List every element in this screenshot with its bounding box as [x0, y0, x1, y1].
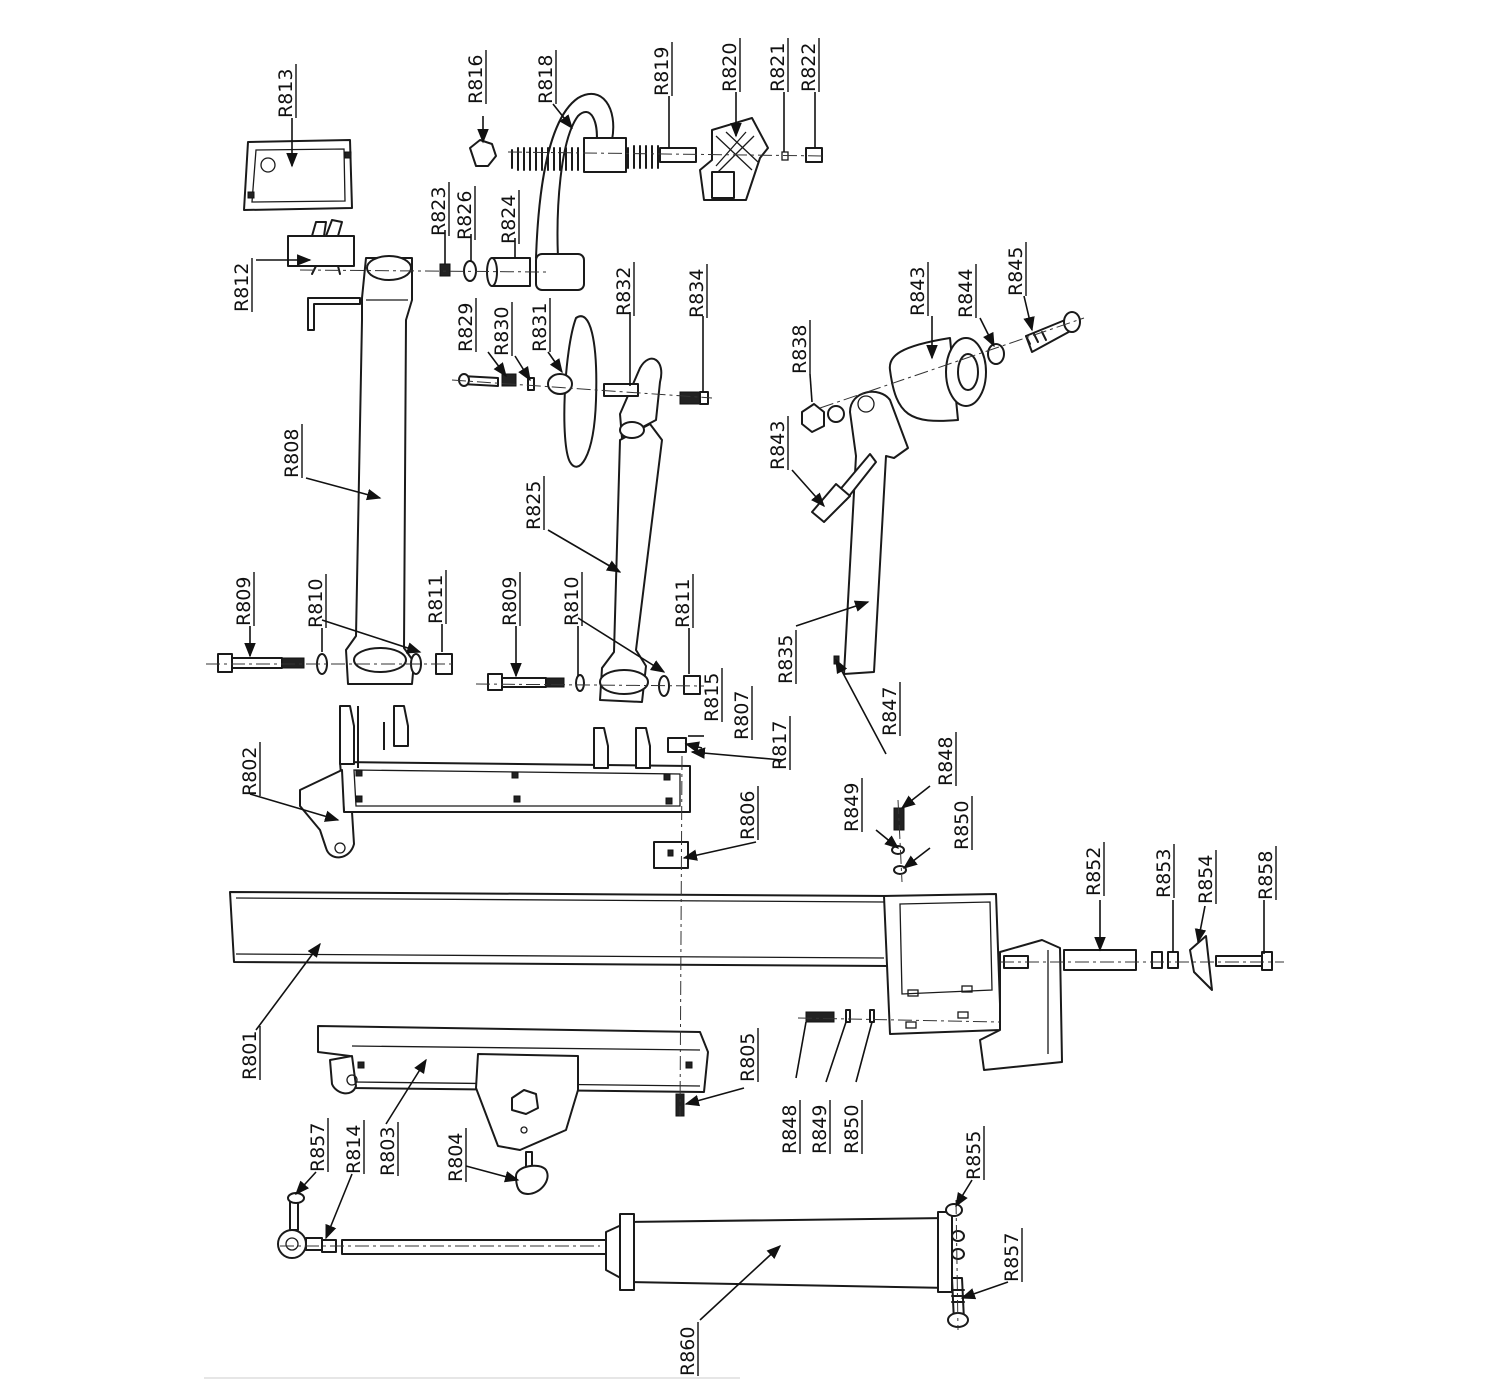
label-r817: R817 [769, 721, 791, 770]
label-r848-upper: R848 [935, 737, 957, 786]
label-r834: R834 [686, 269, 708, 318]
part-arm-r808 [345, 255, 415, 685]
part-handwheel-r831 [458, 315, 709, 468]
label-r850-upper: R850 [951, 801, 973, 850]
label-r810-right: R810 [561, 577, 583, 626]
part-clamp-pad-r820 [699, 117, 823, 201]
label-r852: R852 [1083, 847, 1105, 896]
label-r809-left: R809 [233, 577, 255, 626]
leader-lines [244, 92, 1265, 1321]
label-r814: R814 [343, 1125, 365, 1174]
part-roller-r843 [888, 311, 1081, 422]
label-r813: R813 [275, 69, 297, 118]
label-r826: R826 [454, 191, 476, 240]
label-r804: R804 [445, 1133, 467, 1182]
label-r802: R802 [239, 747, 261, 796]
part-knob-r804 [515, 1151, 549, 1195]
part-cylinder-r860 [341, 1203, 969, 1328]
label-r860: R860 [677, 1327, 699, 1376]
label-r805: R805 [737, 1033, 759, 1082]
part-labels: R813 R816 R818 R819 R820 R821 R822 R823 [231, 38, 1277, 1376]
label-r849-lower: R849 [809, 1105, 831, 1154]
label-r825: R825 [523, 481, 545, 530]
label-r857-left: R857 [307, 1123, 329, 1172]
label-r810-left: R810 [305, 579, 327, 628]
label-r858: R858 [1255, 851, 1277, 900]
label-r816: R816 [465, 55, 487, 104]
label-r843-lower: R843 [767, 421, 789, 470]
label-r808: R808 [281, 429, 303, 478]
label-r807: R807 [731, 691, 753, 740]
axis-lines [206, 151, 1284, 1331]
part-pedal-lever-r835 [801, 391, 909, 675]
part-main-beam-r801 [229, 891, 1063, 1071]
label-r848-lower: R848 [779, 1105, 801, 1154]
label-r844: R844 [955, 269, 977, 318]
label-r801: R801 [239, 1031, 261, 1080]
label-r832: R832 [613, 267, 635, 316]
label-r830: R830 [491, 307, 513, 356]
label-r811-left: R811 [425, 575, 447, 624]
part-frame-r802 [299, 705, 691, 859]
part-rod-end-r814 [277, 1192, 337, 1259]
label-r803: R803 [377, 1127, 399, 1176]
label-r829: R829 [455, 303, 477, 352]
label-r806: R806 [737, 791, 759, 840]
label-r831: R831 [529, 303, 551, 352]
part-block-r806 [653, 841, 689, 869]
part-cover-plate-r813 [243, 139, 353, 211]
label-r823: R823 [428, 187, 450, 236]
part-curved-arm-r818 [469, 92, 697, 291]
label-r857-right: R857 [1001, 1233, 1023, 1282]
label-r809-right: R809 [499, 577, 521, 626]
label-r822: R822 [798, 43, 820, 92]
label-r824: R824 [498, 195, 520, 244]
label-r835: R835 [775, 635, 797, 684]
label-r845: R845 [1005, 247, 1027, 296]
label-r811-right: R811 [672, 579, 694, 628]
label-r838: R838 [789, 325, 811, 374]
part-valve-block-r812 [287, 219, 361, 331]
label-r849-upper: R849 [841, 783, 863, 832]
label-r847: R847 [879, 687, 901, 736]
label-r818: R818 [535, 55, 557, 104]
label-r855: R855 [963, 1131, 985, 1180]
part-arm-r825 [599, 357, 663, 703]
label-r820: R820 [719, 43, 741, 92]
part-shaft-set-r852 [1063, 935, 1273, 991]
label-r843-top: R843 [907, 267, 929, 316]
label-r853: R853 [1153, 849, 1175, 898]
label-r812: R812 [231, 263, 253, 312]
label-r815: R815 [701, 673, 723, 722]
label-r854: R854 [1195, 855, 1217, 904]
label-r819: R819 [651, 47, 673, 96]
label-r821: R821 [767, 43, 789, 92]
label-r850-lower: R850 [841, 1105, 863, 1154]
